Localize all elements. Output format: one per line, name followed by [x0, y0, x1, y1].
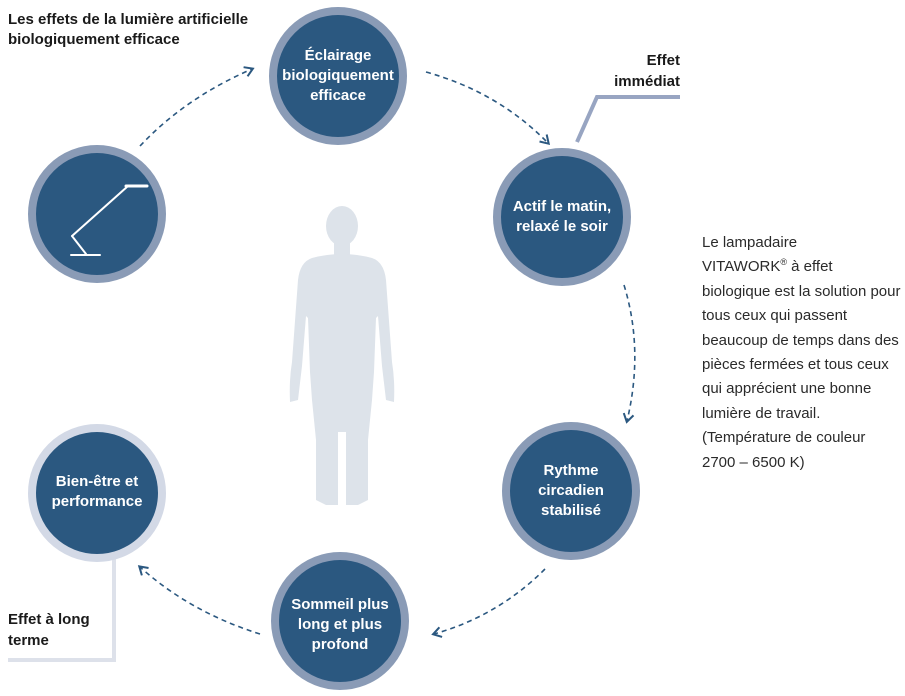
node-active	[493, 148, 631, 286]
floor-lamp-icon	[70, 184, 149, 256]
brand-name: VITAWORK	[702, 258, 781, 276]
registered-mark: ®	[780, 257, 787, 268]
long-term-effect-label: Effet à long terme	[8, 611, 90, 649]
node-rhythm-label: Rythme circadien stabilisé	[538, 462, 604, 519]
node-wellbeing	[28, 424, 166, 562]
node-sleep	[271, 552, 409, 690]
arrow-rhythm-to-sleep	[431, 568, 546, 638]
node-active-label: Actif le matin, relaxé le soir	[512, 198, 612, 235]
arrow-lamp-to-lighting	[139, 66, 255, 147]
node-rhythm	[502, 422, 640, 560]
arrow-sleep-to-wellbeing	[137, 565, 261, 635]
description-intro: Le lampadaire	[702, 234, 798, 251]
node-lighting-label: Éclairage biologiquement efficace	[282, 47, 394, 104]
long-term-effect-leader	[8, 558, 116, 662]
human-silhouette	[289, 206, 395, 505]
arrow-active-to-rhythm	[622, 284, 636, 424]
immediate-effect-label: Effet immédiat	[614, 52, 680, 90]
description-body: à effet biologique est la solution pour …	[702, 258, 901, 471]
arrow-lighting-to-active	[425, 71, 551, 146]
diagram-title: Les effets de la lumière artificielle bi…	[8, 11, 249, 48]
node-lighting	[269, 7, 407, 145]
node-sleep-label: Sommeil plus long et plus profond	[291, 596, 389, 653]
immediate-effect-leader	[575, 95, 680, 143]
node-wellbeing-label: Bien-être et performance	[51, 473, 143, 510]
